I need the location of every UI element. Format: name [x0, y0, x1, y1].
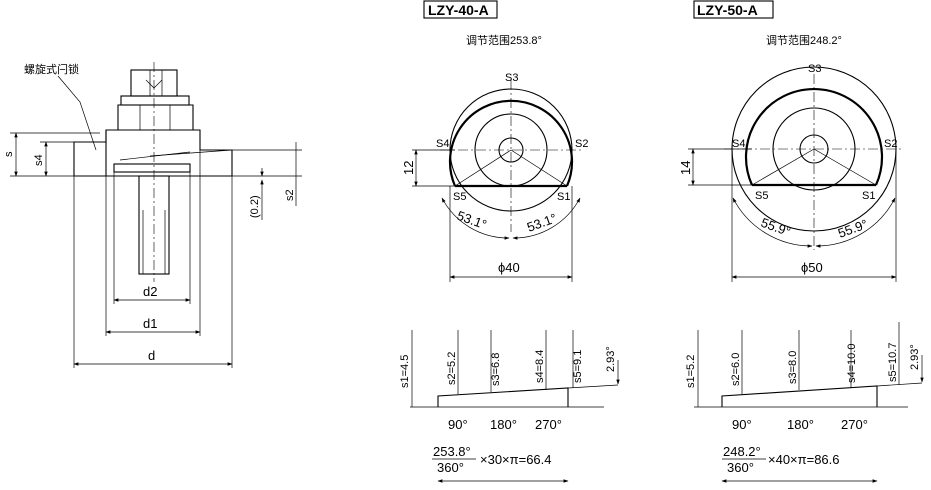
lzy50-s4: S4 — [732, 138, 745, 150]
lzy40-s2: S2 — [575, 138, 588, 150]
callout-leader — [57, 75, 97, 151]
lzy50-s3: S3 — [808, 63, 821, 75]
nut — [117, 104, 194, 131]
lzy40-step-2: s2=5.2 — [446, 352, 458, 385]
lzy40-dia: ϕ40 — [498, 260, 520, 275]
lzy50-deg-90: 90° — [732, 417, 752, 432]
lzy40-title: LZY-40-A — [428, 2, 489, 18]
nut-washer — [120, 95, 190, 106]
lzy50-s5: S5 — [755, 190, 768, 202]
lzy40-s4: S4 — [436, 138, 449, 150]
lzy50-profile — [721, 385, 878, 407]
lzy40-step-5: s5=9.1 — [572, 350, 584, 383]
lzy50-frac-den: 360° — [727, 460, 754, 475]
lzy50-s2: S2 — [884, 138, 897, 150]
lzy40-step-4: s4=8.4 — [534, 350, 546, 383]
lzy50-slope: 2.93° — [909, 344, 921, 370]
lzy50-height: 14 — [678, 161, 693, 175]
dim-gap: (0.2) — [249, 195, 261, 218]
lzy40-slope: 2.93° — [605, 346, 617, 372]
lzy50-title: LZY-50-A — [697, 2, 758, 18]
cam-plate — [73, 129, 233, 177]
lzy40-deg-270: 270° — [535, 417, 562, 432]
dim-s: s — [3, 151, 15, 157]
lzy50-panel: LZY-50-A 调节范围248.2° S3 S4 S2 S5 S1 14 55… — [678, 0, 924, 483]
lzy50-dia: ϕ50 — [801, 260, 823, 275]
dim-d1: d1 — [143, 316, 157, 331]
lzy50-step-2: s2=6.0 — [730, 353, 742, 386]
lzy40-frac-num: 253.8° — [433, 444, 471, 459]
lzy40-formula: ×30×π=66.4 — [480, 452, 552, 467]
side-view: 螺旋式闩锁 s s4 s2 — [3, 62, 302, 368]
lzy50-step-4: s4=10.0 — [846, 344, 858, 383]
lzy50-deg-180: 180° — [787, 417, 814, 432]
lzy50-cam-edge — [744, 87, 884, 186]
lzy40-panel: LZY-40-A 调节范围253.8° S3 S4 S2 S5 S1 12 53… — [399, 0, 620, 483]
lzy50-frac-num: 248.2° — [723, 444, 761, 459]
lzy40-angle-right: 53.1° — [525, 210, 559, 235]
lzy40-step-1: s1=4.5 — [399, 355, 411, 388]
lzy40-deg-180: 180° — [490, 417, 517, 432]
lzy50-deg-270: 270° — [841, 417, 868, 432]
lzy40-deg-90: 90° — [448, 417, 468, 432]
lzy40-step-3: s3=6.8 — [490, 353, 502, 386]
lzy50-angle-right: 55.9° — [836, 216, 870, 241]
lzy50-step-3: s3=8.0 — [787, 351, 799, 384]
dim-s2: s2 — [284, 189, 296, 201]
callout-label: 螺旋式闩锁 — [24, 62, 79, 76]
lzy40-frac-den: 360° — [437, 460, 464, 475]
lzy40-s5: S5 — [453, 191, 466, 203]
lzy50-formula: ×40×π=86.6 — [768, 452, 840, 467]
dim-s4: s4 — [33, 154, 45, 166]
lzy50-step-5: s5=10.7 — [887, 343, 899, 382]
lzy50-range: 调节范围248.2° — [766, 33, 842, 47]
lzy50-angle-left: 55.9° — [759, 215, 793, 240]
dim-d2: d2 — [143, 284, 157, 299]
lzy40-height: 12 — [401, 161, 416, 175]
lzy40-s3: S3 — [505, 72, 518, 84]
lzy50-s1: S1 — [862, 190, 875, 202]
lzy50-step-1: s1=5.2 — [685, 355, 697, 388]
lzy40-range: 调节范围253.8° — [466, 33, 542, 47]
lzy40-s1: S1 — [557, 191, 570, 203]
lzy40-profile — [437, 387, 569, 407]
dim-d: d — [148, 348, 155, 363]
